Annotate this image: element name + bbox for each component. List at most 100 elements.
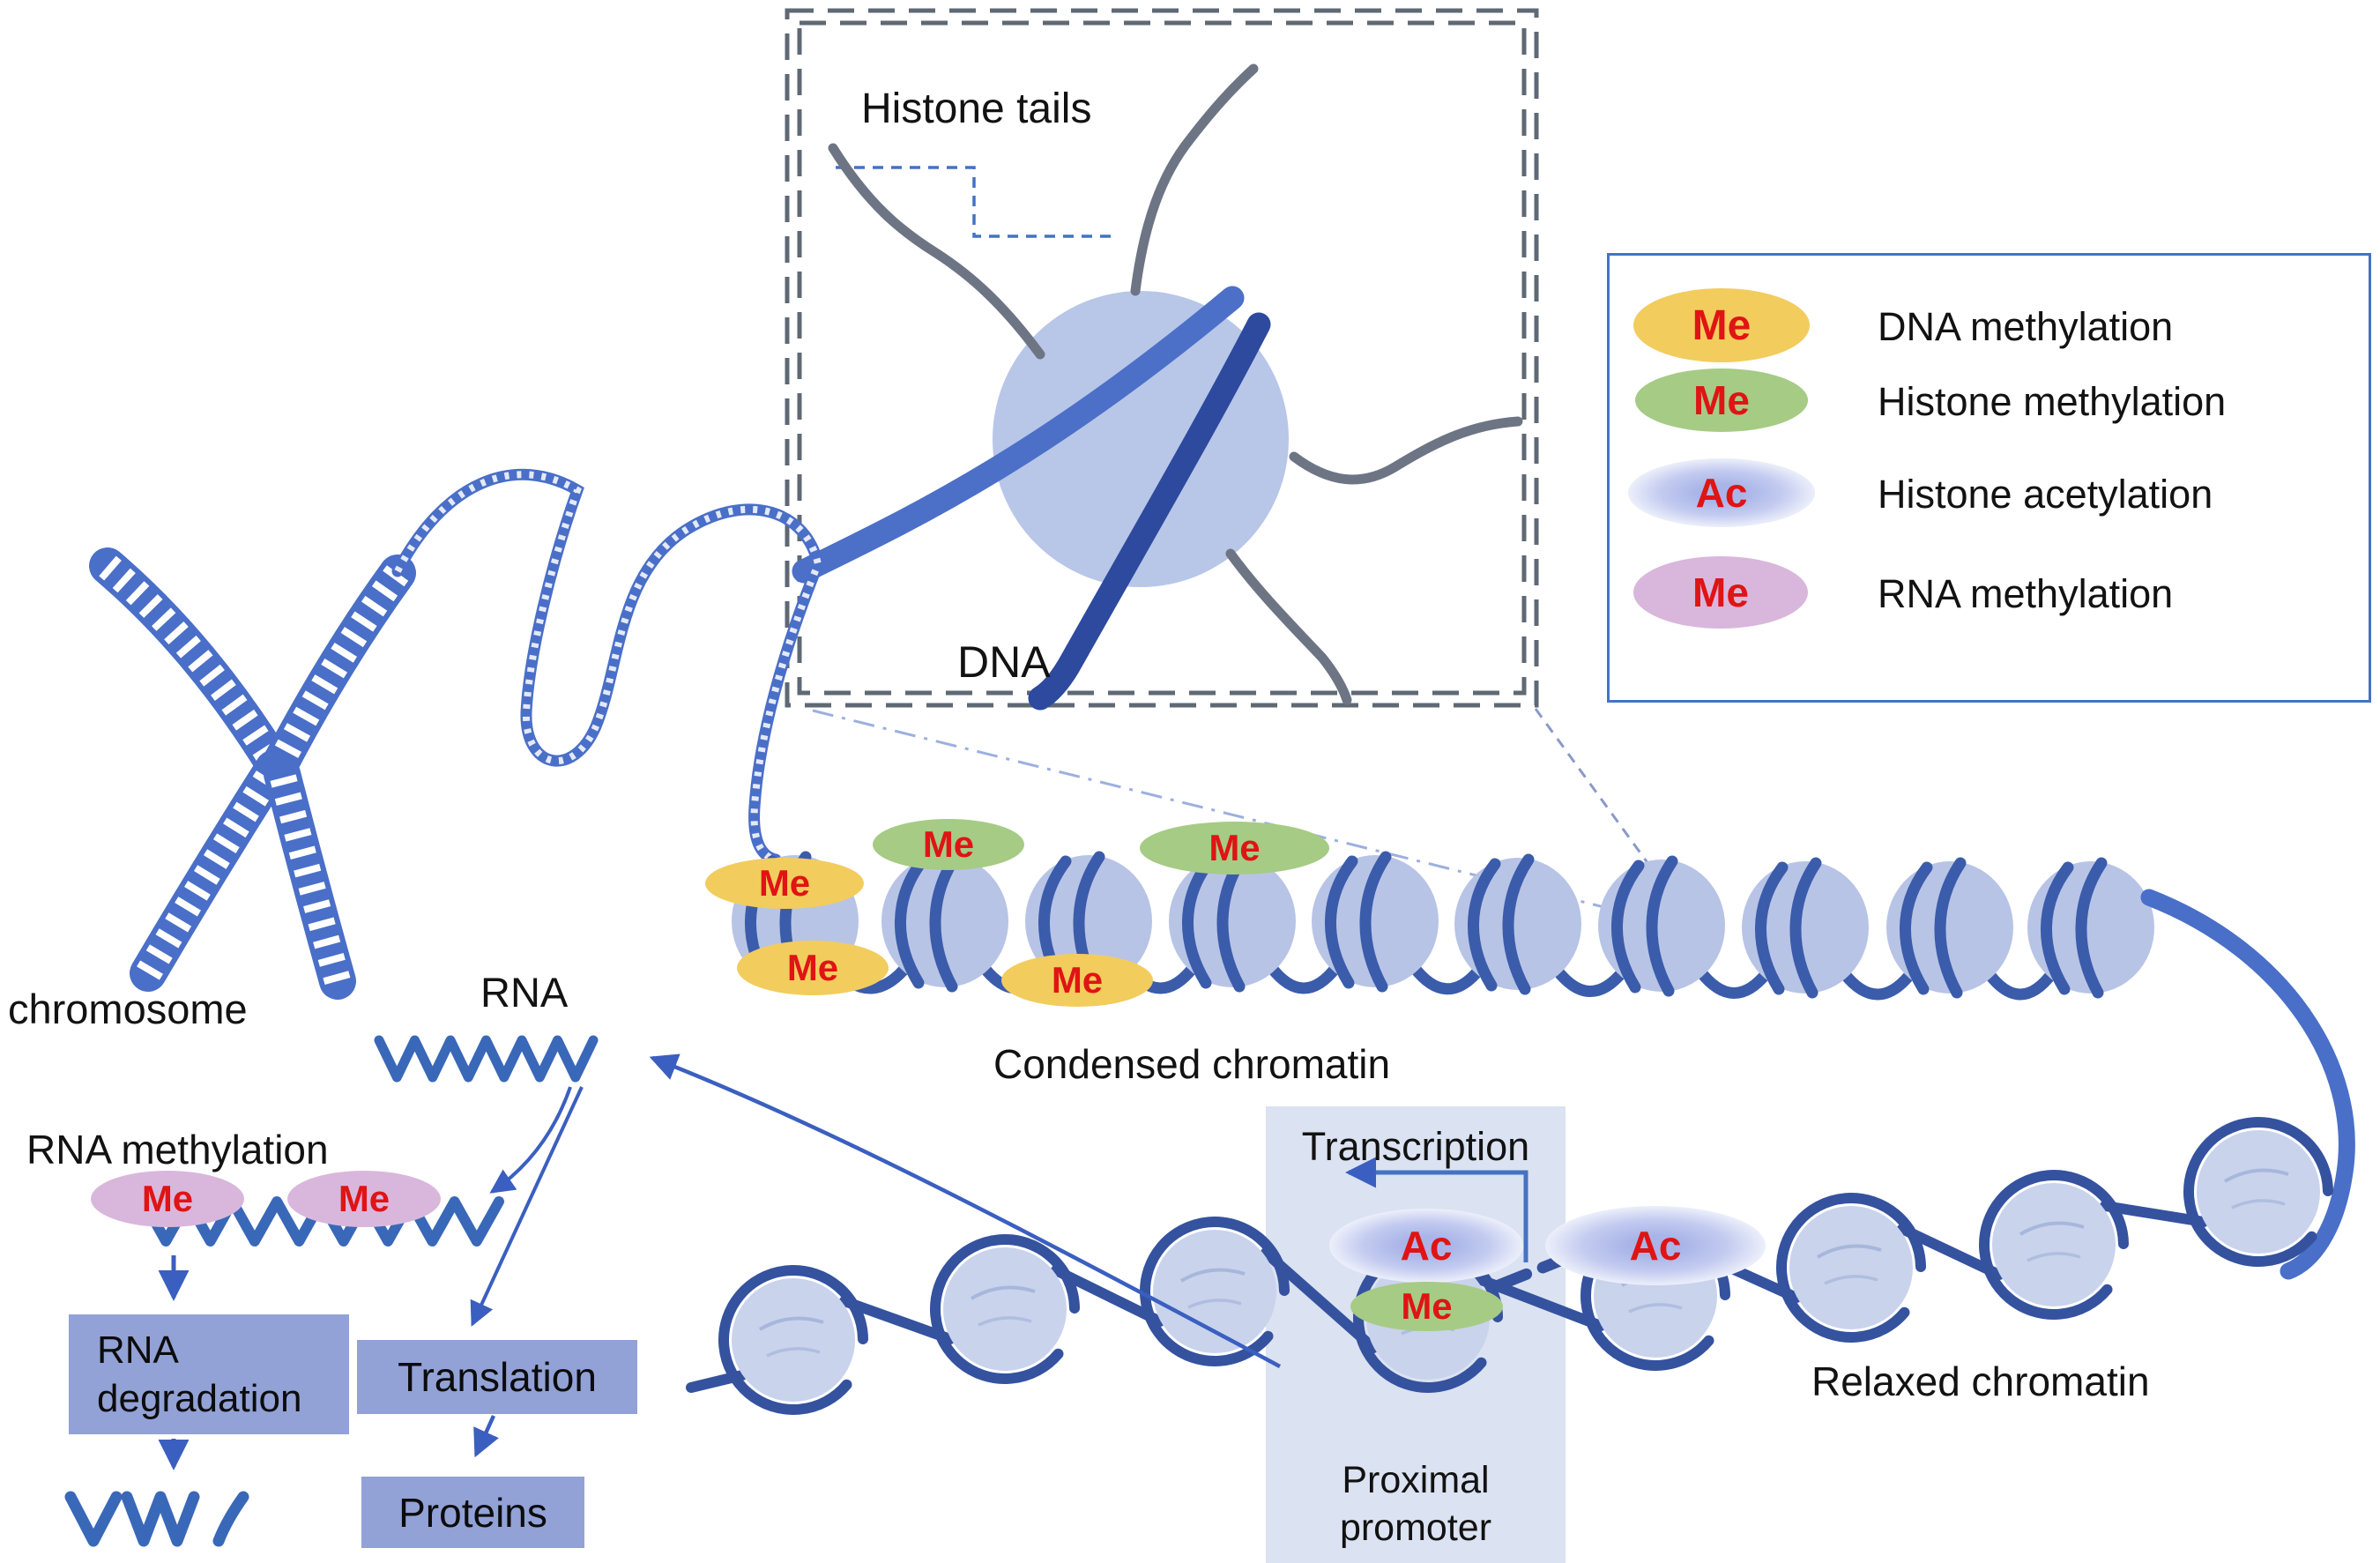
inset-connector-dashed-line [1534,708,1692,923]
legend-histone-acetylation-label: Histone acetylation [1878,472,2213,517]
histone-tails-label: Histone tails [861,86,1092,132]
dna-wrap-band [1611,860,1645,994]
histone-core [993,291,1289,587]
histone-tail [1130,63,1259,296]
relaxed-nucleosome [1789,1206,1913,1329]
nucleosome [2027,861,2154,994]
translation-label: Translation [398,1354,597,1400]
proximal-promoter-label: Proximal promoter [1339,1459,1492,1549]
bead-texture [978,1316,1032,1327]
dna-loop [1776,1193,1926,1343]
chromosome-arm [264,755,356,1000]
transcription-to-rna-arrow [649,1053,1282,1368]
dna-label: DNA [957,637,1051,687]
histone-acetylation-marker: Ac [1329,1209,1523,1283]
dna-wrap-band [1934,857,1967,999]
chromosome-arm [262,554,416,782]
histone-tail [1225,548,1352,705]
nucleosome [1886,861,2013,994]
chromosome-coil-texture [269,770,351,986]
histone-methylation-marker: Me [1350,1282,1503,1331]
condensed-chromatin-label: Condensed chromatin [993,1041,1391,1087]
bead-texture [766,1347,821,1358]
bead-texture [970,1285,1036,1300]
bead-texture [2019,1221,2085,1236]
dna-loop [1979,1170,2129,1320]
rna-label: RNA [480,969,569,1016]
dna-methylation-marker: Me [1001,954,1153,1007]
rna-methylation-marker: Me [91,1171,244,1227]
relaxed-nucleosome [1992,1183,2116,1306]
dna-wrap-band [1359,851,1392,993]
condensed-chromatin-chain [732,851,2154,1001]
histone-methylation-marker: Me [873,819,1024,870]
relaxed-linker-dna [2100,1201,2209,1227]
rna-strand [374,1035,599,1083]
rna-degradation-box: RNA degradation [69,1314,349,1434]
relaxed-chromatin-label: Relaxed chromatin [1811,1358,2150,1404]
nucleosome-linker-dna [1982,967,2058,1001]
legend-histone-methylation-label: Histone methylation [1878,379,2227,424]
proteins-box: Proteins [361,1477,584,1548]
nucleosome [881,855,1008,987]
translation-to-proteins-arrow [473,1415,499,1458]
relaxed-nucleosome [2197,1130,2320,1254]
relaxed-nucleosome [732,1278,855,1402]
nucleosome-linker-dna [1838,967,1917,1001]
relaxed-nucleosome [943,1247,1067,1371]
bead-texture [1628,1303,1683,1314]
nucleosome [1742,861,1869,994]
chromosome-illustration [89,547,416,1000]
dna-wrap-band [1325,855,1358,989]
nucleosome [1169,855,1296,987]
histone-tail [1289,416,1523,485]
histone-tail [828,143,1045,360]
dna-wrap-band [1182,855,1216,989]
rna-strands [64,1035,599,1547]
bead-texture [758,1316,824,1331]
dna-wrap-band [2041,861,2074,995]
nucleosome-linker-dna [1408,961,1485,995]
dna-wrap-band [1755,861,1789,995]
bead-texture [2223,1168,2289,1183]
nucleosome [1598,860,1725,992]
rna-to-translation-arrow [470,1086,584,1327]
dna-methylation-marker: Me [737,941,889,995]
histone-tail-callout-dashes [836,166,1118,238]
relaxed-linker-dna [839,1296,956,1344]
flow-arrows [158,1053,1282,1471]
histone-methylation-marker: Me [1140,822,1329,875]
legend-histone-acetylation-badge: Ac [1628,458,1815,527]
nucleosome [1454,858,1581,990]
dna-wrap-band [2075,857,2108,999]
chromosome-label: chromosome [8,986,248,1032]
rna-degradation-label: RNA degradation [97,1329,302,1420]
nucleosome-linker-dna [1694,965,1773,999]
dna-loop [1140,1217,1290,1366]
dna-wrap-band [895,855,928,989]
transcription-label: Transcription [1301,1124,1530,1169]
dna-loop [718,1265,868,1415]
dna-wrap-band [1789,857,1822,999]
rna-fragment [212,1491,249,1547]
chromosome-coil-texture [137,761,285,980]
rna-methylation-marker: Me [287,1171,441,1227]
bead-texture [2231,1199,2286,1209]
rna-to-methylated-rna-arrow [489,1086,572,1194]
chromatin-unwinding-strand [2140,889,2355,1280]
legend-rna-methylation-label: RNA methylation [1878,571,2174,616]
rna-fragment [64,1491,123,1547]
dna-wrap-band [1900,861,1933,995]
translation-box: Translation [357,1340,637,1414]
transcription-arrow [1344,1157,1528,1262]
legend-rna-methylation-badge: Me [1633,556,1808,629]
dna-strand-dark [1028,312,1271,711]
dna-wrap-band [1468,858,1501,992]
legend-dna-methylation-label: DNA methylation [1878,304,2174,349]
nucleosome [1312,855,1439,987]
coiled-chromatin-fiber [391,468,824,866]
bead-texture [1179,1268,1246,1283]
chromosome-arm [89,547,290,778]
